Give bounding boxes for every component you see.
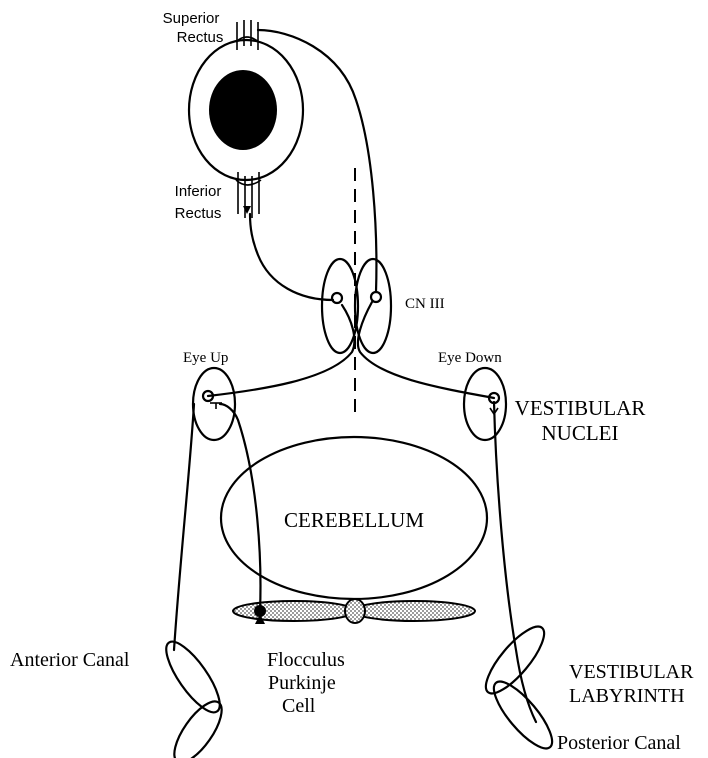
inferior-rectus-label: Inferior <box>175 183 222 200</box>
eye-down-label: Eye Down <box>438 350 502 366</box>
eye-up-nucleus <box>193 368 235 440</box>
cerebellum-label: CEREBELLUM <box>284 508 424 532</box>
axon-to-inferior-rectus <box>250 214 333 300</box>
eye-up-label: Eye Up <box>183 350 228 366</box>
cell-label: Cell <box>282 695 316 717</box>
eye-down-nucleus <box>464 368 506 440</box>
axon-to-superior-rectus <box>258 30 376 292</box>
anterior-canal-label: Anterior Canal <box>10 649 130 671</box>
vestibular-nuclei-label-2: NUCLEI <box>542 421 619 445</box>
vestibular-labyrinth-label: VESTIBULAR <box>569 661 694 683</box>
cn3-label: CN III <box>405 296 445 312</box>
flocculus <box>233 599 475 624</box>
vestibular-labyrinth-label-2: LABYRINTH <box>569 685 685 707</box>
superior-rectus-muscle <box>236 20 259 50</box>
eyeball <box>189 40 303 180</box>
superior-rectus-label: Superior <box>163 10 220 27</box>
posterior-canal <box>477 619 560 756</box>
anterior-canal-afferent <box>174 404 194 650</box>
vestibular-nuclei-label: VESTIBULAR <box>515 396 646 420</box>
flocculus-label: Flocculus <box>267 649 345 671</box>
posterior-canal-label: Posterior Canal <box>557 732 681 754</box>
cn3-nucleus <box>322 259 391 353</box>
purkinje-label: Purkinje <box>268 672 336 694</box>
superior-rectus-label-2: Rectus <box>177 29 224 46</box>
anterior-canal <box>157 635 230 758</box>
inferior-rectus-label-2: Rectus <box>175 205 222 222</box>
posterior-canal-afferent <box>494 402 536 722</box>
